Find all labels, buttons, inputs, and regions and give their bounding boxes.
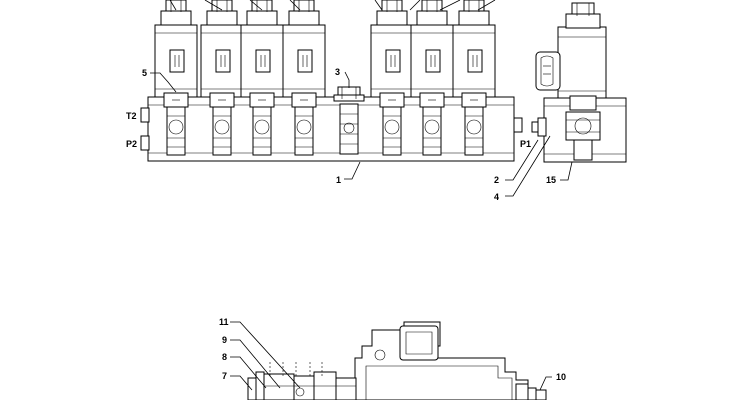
solenoid-coil (200, 0, 244, 98)
leader-lines-front (150, 71, 361, 180)
valve-cartridge (419, 92, 445, 156)
port-label-t2: T2 (126, 111, 137, 121)
solenoid-coil (370, 0, 414, 98)
valve-cartridge (379, 92, 405, 156)
valve-cartridge (163, 92, 189, 156)
callout-10: 10 (556, 372, 566, 382)
callout-8: 8 (222, 352, 227, 362)
solenoid-coil (240, 0, 284, 98)
valve-cartridge (209, 92, 235, 156)
solenoid-coil (452, 0, 496, 98)
valve-cartridge (461, 92, 487, 156)
solenoid-coil (154, 0, 198, 98)
callout-15: 15 (546, 175, 556, 185)
solenoid-row (154, 0, 496, 98)
callout-1: 1 (336, 175, 341, 185)
callout-9: 9 (222, 335, 227, 345)
valve-cartridge (249, 92, 275, 156)
solenoid-coil (410, 0, 454, 98)
callout-3: 3 (335, 67, 340, 77)
solenoid-coil (282, 0, 326, 98)
valve-cartridge (291, 92, 317, 156)
port-label-p2: P2 (126, 139, 137, 149)
wire-leaders-top (169, 0, 496, 11)
callout-4: 4 (494, 192, 499, 202)
valve-section-detail-view (230, 321, 552, 400)
pressure-valve-item-3 (333, 86, 365, 155)
callout-2: 2 (494, 175, 499, 185)
callout-11: 11 (219, 317, 229, 327)
manifold-front-view (140, 0, 523, 180)
valve-cartridge-row (163, 92, 487, 156)
callout-7: 7 (222, 371, 227, 381)
manifold-side-view (505, 2, 627, 197)
port-label-p1: P1 (520, 139, 531, 149)
callout-labels: 5 3 1 2 4 15 T2 P2 P1 11 9 8 7 10 (126, 67, 566, 382)
callout-5: 5 (142, 68, 147, 78)
manifold-block (140, 96, 523, 162)
